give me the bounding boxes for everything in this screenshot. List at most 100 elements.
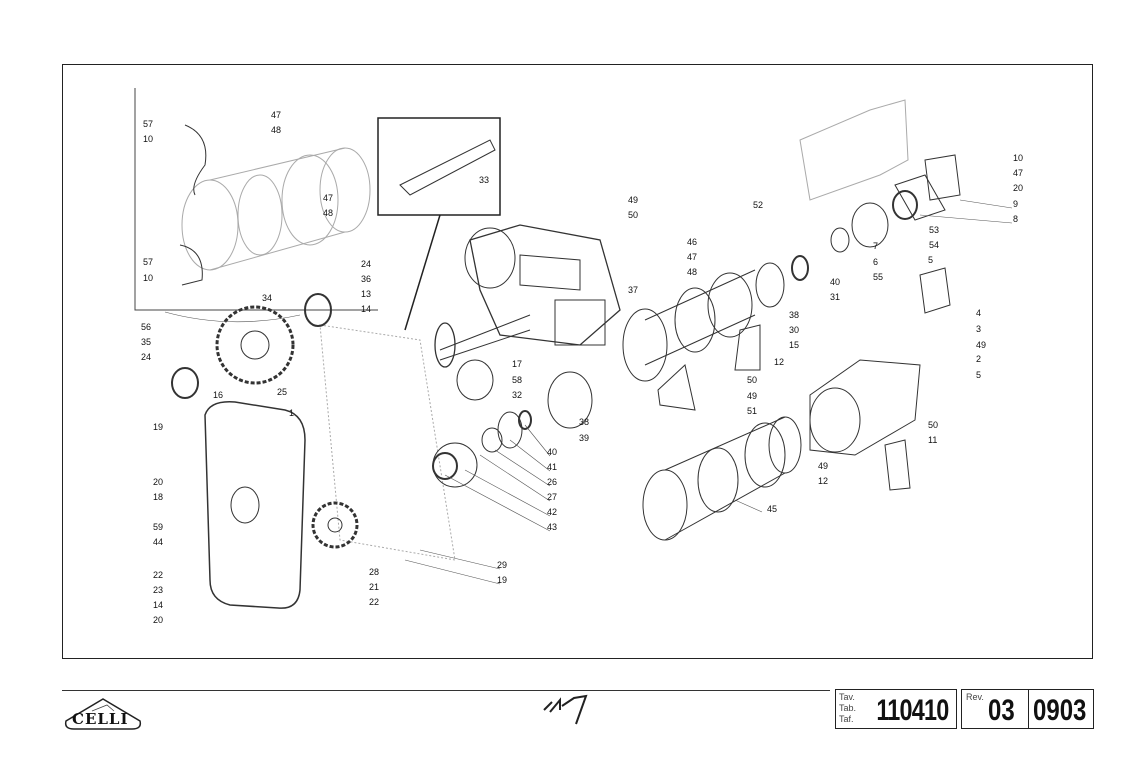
callout-58: 58	[512, 375, 523, 385]
label-tab: Tab.	[839, 703, 857, 713]
callout-50: 50	[747, 375, 758, 385]
revision-box: Rev. 03 0903	[961, 689, 1094, 729]
rev-label: Rev.	[966, 692, 984, 702]
callout-10: 10	[143, 134, 154, 144]
callout-8: 8	[1013, 214, 1019, 224]
blade-33	[399, 139, 496, 196]
callout-23: 23	[153, 585, 164, 595]
bracket-top	[799, 99, 909, 201]
callout-46: 46	[687, 237, 698, 247]
callout-43: 43	[547, 522, 558, 532]
blade-15	[734, 324, 761, 371]
callout-48: 48	[323, 208, 334, 218]
blade-11	[884, 439, 911, 491]
callout-13: 13	[361, 289, 372, 299]
gear-25	[215, 305, 295, 385]
gear-21	[311, 501, 359, 549]
callout-18: 18	[153, 492, 164, 502]
callout-50: 50	[928, 420, 939, 430]
callout-38: 38	[789, 310, 800, 320]
drawing-frame	[62, 64, 1093, 659]
callout-49: 49	[628, 195, 639, 205]
inset-frame	[134, 88, 378, 311]
callout-26: 26	[547, 477, 558, 487]
blade-51	[657, 364, 696, 411]
callout-33: 33	[479, 175, 490, 185]
callout-3: 3	[976, 324, 982, 334]
callout-45: 45	[767, 504, 778, 514]
leader-33	[404, 214, 441, 331]
callout-53: 53	[929, 225, 940, 235]
inset-rotor	[179, 124, 371, 286]
callout-40: 40	[830, 277, 841, 287]
main-gearbox	[469, 224, 621, 346]
callout-35: 35	[141, 337, 152, 347]
callout-22: 22	[153, 570, 164, 580]
callout-11: 11	[928, 435, 938, 445]
callout-47: 47	[271, 110, 282, 120]
callout-34: 34	[262, 293, 273, 303]
callout-16: 16	[213, 390, 224, 400]
flange-plate-9	[924, 154, 961, 201]
callout-30: 30	[789, 325, 800, 335]
table-number-box: Tav. Tab. Taf. 110410	[835, 689, 957, 729]
callout-19: 19	[497, 575, 508, 585]
callout-24: 24	[141, 352, 152, 362]
callout-36: 36	[361, 274, 372, 284]
callout-25: 25	[277, 387, 288, 397]
callout-20: 20	[1013, 183, 1024, 193]
rev-divider	[1028, 690, 1029, 728]
flange-left	[622, 308, 668, 382]
table-number: 110410	[875, 694, 949, 727]
callout-38: 38	[579, 417, 590, 427]
callout-37: 37	[628, 285, 639, 295]
date-code: 0903	[1033, 694, 1087, 727]
callout-22: 22	[369, 597, 380, 607]
callout-47: 47	[687, 252, 698, 262]
rotor-45-left	[642, 469, 688, 541]
gearbox-cover	[204, 401, 306, 609]
callout-15: 15	[789, 340, 800, 350]
flange-38	[707, 272, 753, 338]
flange-2	[809, 359, 921, 456]
callout-14: 14	[361, 304, 372, 314]
callout-6: 6	[873, 257, 879, 267]
callout-31: 31	[830, 292, 841, 302]
callout-12: 12	[774, 357, 785, 367]
callout-51: 51	[747, 406, 758, 416]
label-tav: Tav.	[839, 692, 855, 702]
blade-4	[919, 267, 951, 314]
callout-50: 50	[628, 210, 639, 220]
callout-19: 19	[153, 422, 164, 432]
callout-17: 17	[512, 359, 523, 369]
callout-49: 49	[976, 340, 987, 350]
callout-47: 47	[1013, 168, 1024, 178]
callout-9: 9	[1013, 199, 1019, 209]
callout-5: 5	[976, 370, 982, 380]
rev-number: 03	[988, 694, 1015, 727]
callout-47: 47	[323, 193, 334, 203]
signature	[543, 694, 588, 725]
callout-54: 54	[929, 240, 940, 250]
callout-52: 52	[753, 200, 764, 210]
celli-logo	[64, 698, 142, 730]
callout-59: 59	[153, 522, 164, 532]
callout-20: 20	[153, 615, 164, 625]
callout-4: 4	[976, 308, 982, 318]
callout-21: 21	[369, 582, 380, 592]
callout-48: 48	[687, 267, 698, 277]
callout-28: 28	[369, 567, 380, 577]
callout-49: 49	[747, 391, 758, 401]
bearing-24b	[304, 293, 332, 327]
side-plate	[319, 324, 456, 561]
callout-42: 42	[547, 507, 558, 517]
callout-44: 44	[153, 537, 164, 547]
hub-54	[851, 202, 889, 248]
callout-41: 41	[547, 462, 558, 472]
inset-frame-33	[377, 117, 501, 216]
leader-lines	[164, 199, 1013, 585]
flange-plate-8	[894, 174, 946, 221]
callout-10: 10	[143, 273, 154, 283]
callout-57: 57	[143, 119, 154, 129]
